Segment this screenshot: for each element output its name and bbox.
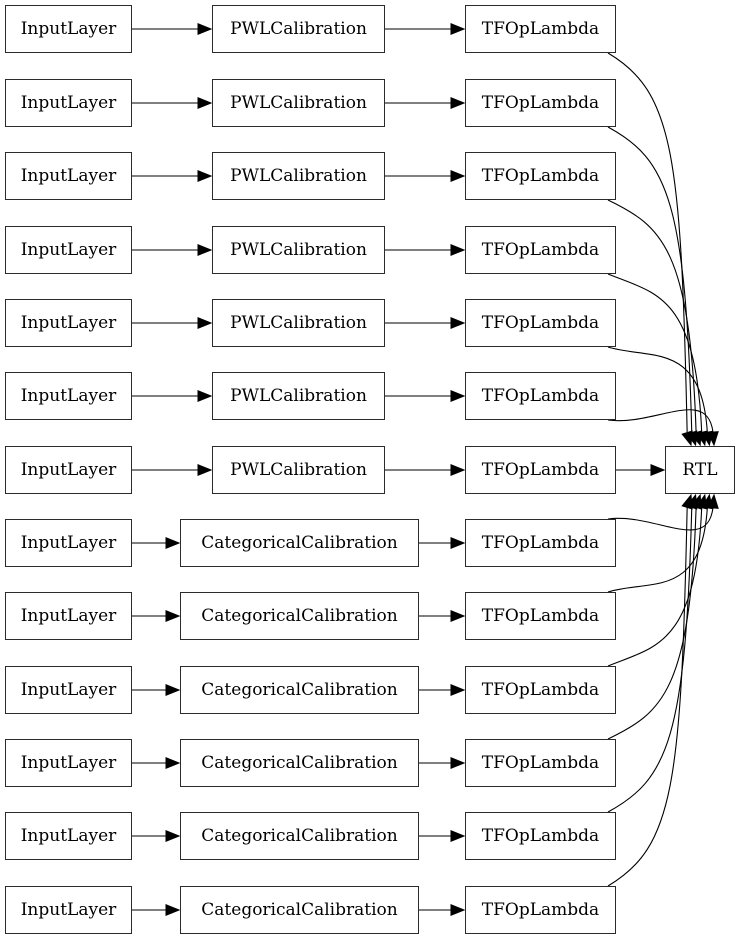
arrowhead-lambda-to-rtl [650, 464, 666, 476]
arrowhead-input-to-calibration [165, 830, 181, 842]
arrowhead-lambda-to-rtl-curved [681, 430, 693, 447]
node-calibration[interactable]: PWLCalibration [212, 79, 385, 127]
node-calibration[interactable]: PWLCalibration [212, 299, 385, 347]
node-input-layer[interactable]: InputLayer [5, 79, 132, 127]
node-input-layer[interactable]: InputLayer [5, 5, 132, 53]
node-lambda[interactable]: TFOpLambda [465, 592, 616, 640]
arrowhead-lambda-to-rtl-curved [707, 431, 719, 447]
arrowhead-input-to-calibration [165, 537, 181, 549]
node-rtl-output[interactable]: RTL [665, 446, 735, 494]
node-calibration[interactable]: PWLCalibration [212, 372, 385, 420]
node-calibration[interactable]: PWLCalibration [212, 446, 385, 494]
edge-lambda-to-rtl-curved [607, 507, 703, 667]
edge-lambda-to-rtl-curved [607, 52, 688, 433]
arrowhead-calibration-to-lambda [450, 684, 466, 696]
node-input-layer[interactable]: InputLayer [5, 666, 132, 714]
node-input-layer[interactable]: InputLayer [5, 299, 132, 347]
node-calibration[interactable]: PWLCalibration [212, 152, 385, 200]
edge-lambda-to-rtl-curved [607, 507, 708, 593]
node-input-layer[interactable]: InputLayer [5, 519, 132, 567]
node-lambda[interactable]: TFOpLambda [465, 812, 616, 860]
node-lambda[interactable]: TFOpLambda [465, 372, 616, 420]
node-input-layer[interactable]: InputLayer [5, 739, 132, 787]
arrowhead-calibration-to-lambda [450, 97, 466, 109]
arrowhead-input-to-calibration [197, 23, 213, 35]
edge-lambda-to-rtl-curved [607, 507, 697, 740]
node-input-layer[interactable]: InputLayer [5, 886, 132, 934]
arrowhead-input-to-calibration [197, 464, 213, 476]
arrowhead-input-to-calibration [197, 317, 213, 329]
arrowhead-lambda-to-rtl-curved [701, 430, 714, 447]
node-calibration[interactable]: CategoricalCalibration [180, 886, 419, 934]
edge-lambda-to-rtl-curved [607, 126, 693, 433]
arrowhead-input-to-calibration [197, 244, 213, 256]
arrowhead-input-to-calibration [197, 390, 213, 402]
node-calibration[interactable]: CategoricalCalibration [180, 519, 419, 567]
arrowhead-input-to-calibration [197, 97, 213, 109]
node-lambda[interactable]: TFOpLambda [465, 446, 616, 494]
arrowhead-calibration-to-lambda [450, 830, 466, 842]
arrowhead-lambda-to-rtl-curved [685, 493, 698, 510]
node-input-layer[interactable]: InputLayer [5, 152, 132, 200]
arrowhead-calibration-to-lambda [450, 317, 466, 329]
arrowhead-lambda-to-rtl-curved [695, 430, 708, 447]
edge-lambda-to-rtl-curved [607, 199, 697, 433]
node-lambda[interactable]: TFOpLambda [465, 226, 616, 274]
arrowhead-calibration-to-lambda [450, 464, 466, 476]
arrowhead-lambda-to-rtl-curved [681, 493, 693, 510]
node-lambda[interactable]: TFOpLambda [465, 152, 616, 200]
arrowhead-calibration-to-lambda [450, 23, 466, 35]
node-calibration[interactable]: PWLCalibration [212, 226, 385, 274]
arrowhead-input-to-calibration [197, 170, 213, 182]
arrowhead-lambda-to-rtl-curved [690, 430, 702, 447]
node-lambda[interactable]: TFOpLambda [465, 666, 616, 714]
arrowhead-input-to-calibration [165, 684, 181, 696]
node-input-layer[interactable]: InputLayer [5, 812, 132, 860]
node-input-layer[interactable]: InputLayer [5, 446, 132, 494]
edge-lambda-to-rtl-curved [607, 273, 703, 433]
arrowhead-calibration-to-lambda [450, 170, 466, 182]
node-lambda[interactable]: TFOpLambda [465, 739, 616, 787]
arrowhead-lambda-to-rtl-curved [695, 493, 708, 510]
arrowhead-calibration-to-lambda [450, 757, 466, 769]
arrowhead-calibration-to-lambda [450, 390, 466, 402]
node-input-layer[interactable]: InputLayer [5, 592, 132, 640]
arrowhead-calibration-to-lambda [450, 904, 466, 916]
node-input-layer[interactable]: InputLayer [5, 372, 132, 420]
node-input-layer[interactable]: InputLayer [5, 226, 132, 274]
arrowhead-input-to-calibration [165, 757, 181, 769]
node-lambda[interactable]: TFOpLambda [465, 79, 616, 127]
edge-lambda-to-rtl-curved [607, 507, 688, 887]
edge-lambda-to-rtl-curved [607, 507, 693, 813]
node-calibration[interactable]: CategoricalCalibration [180, 592, 419, 640]
edge-lambda-to-rtl-curved [607, 346, 708, 433]
arrowhead-lambda-to-rtl-curved [707, 493, 719, 509]
arrowhead-lambda-to-rtl-curved [685, 430, 698, 447]
arrowhead-calibration-to-lambda [450, 610, 466, 622]
edge-lambda-to-rtl-curved [607, 409, 714, 433]
node-calibration[interactable]: CategoricalCalibration [180, 812, 419, 860]
node-lambda[interactable]: TFOpLambda [465, 886, 616, 934]
node-lambda[interactable]: TFOpLambda [465, 299, 616, 347]
arrowhead-calibration-to-lambda [450, 244, 466, 256]
arrowhead-input-to-calibration [165, 904, 181, 916]
node-calibration[interactable]: CategoricalCalibration [180, 739, 419, 787]
arrowhead-calibration-to-lambda [450, 537, 466, 549]
arrowhead-input-to-calibration [165, 610, 181, 622]
edge-lambda-to-rtl-curved [607, 507, 714, 531]
node-calibration[interactable]: PWLCalibration [212, 5, 385, 53]
arrowhead-lambda-to-rtl-curved [701, 493, 714, 510]
node-calibration[interactable]: CategoricalCalibration [180, 666, 419, 714]
node-lambda[interactable]: TFOpLambda [465, 5, 616, 53]
arrowhead-lambda-to-rtl-curved [690, 493, 702, 510]
node-lambda[interactable]: TFOpLambda [465, 519, 616, 567]
